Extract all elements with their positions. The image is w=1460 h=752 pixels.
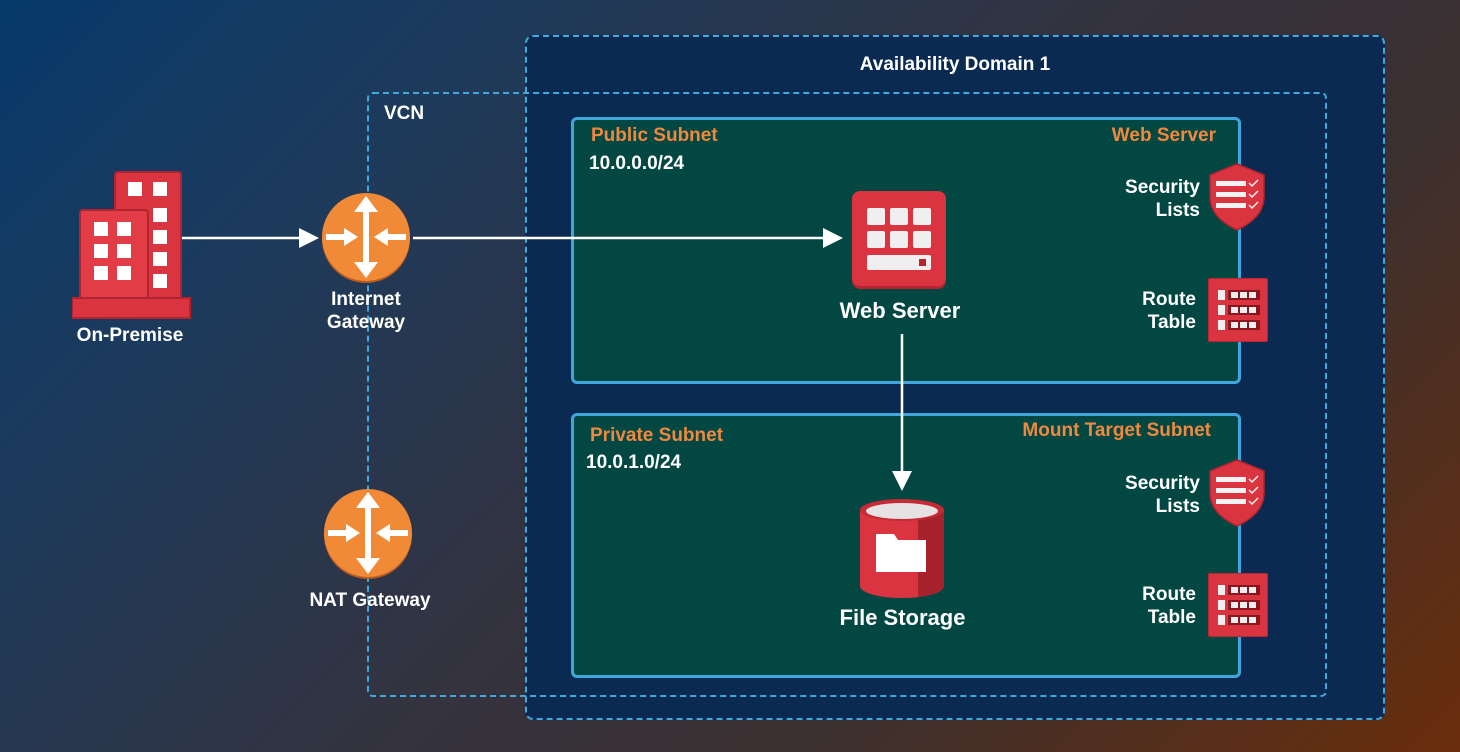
private-security-lists-label: Security Lists (1090, 472, 1200, 518)
public-subnet-role-label: Web Server (1111, 125, 1216, 146)
availability-domain-label: Availability Domain 1 (859, 54, 1051, 75)
route-table-icon (1208, 573, 1268, 637)
internet-gateway-node[interactable] (320, 192, 412, 284)
nat-gateway-label: NAT Gateway (309, 590, 431, 611)
on-premise-label: On-Premise (76, 325, 184, 346)
internet-gateway-label-line1: Internet (331, 289, 401, 310)
private-security-lists-label-line2: Lists (1155, 496, 1200, 517)
private-subnet-cidr: 10.0.1.0/24 (586, 452, 682, 473)
public-route-table-label-line2: Table (1147, 312, 1196, 333)
web-server-node[interactable] (851, 190, 947, 290)
public-subnet-cidr: 10.0.0.0/24 (589, 153, 685, 174)
file-storage-node[interactable] (858, 498, 946, 600)
private-subnet-title: Private Subnet (590, 425, 724, 446)
public-security-lists-label-line1: Security (1125, 177, 1200, 198)
public-security-lists-node[interactable] (1209, 163, 1265, 231)
building-icon (72, 171, 191, 319)
gateway-router-icon (324, 489, 412, 579)
route-table-icon (1208, 278, 1268, 342)
public-security-lists-label: Security Lists (1090, 176, 1200, 222)
vcn-boundary (367, 92, 1327, 697)
server-icon (852, 191, 946, 289)
private-security-lists-label-line1: Security (1125, 473, 1200, 494)
private-security-lists-node[interactable] (1209, 459, 1265, 527)
file-storage-icon (860, 499, 944, 598)
shield-list-icon (1209, 163, 1265, 231)
public-route-table-label-line1: Route (1142, 289, 1196, 310)
private-route-table-node[interactable] (1208, 573, 1268, 637)
public-route-table-label: Route Table (1086, 288, 1196, 334)
private-route-table-label-line2: Table (1147, 607, 1196, 628)
public-security-lists-label-line2: Lists (1155, 200, 1200, 221)
public-subnet (571, 117, 1241, 384)
vcn-label: VCN (384, 103, 425, 124)
public-subnet-title: Public Subnet (591, 125, 718, 146)
nat-gateway-node[interactable] (322, 488, 414, 580)
public-route-table-node[interactable] (1208, 278, 1268, 342)
file-storage-label: File Storage (839, 605, 966, 630)
private-route-table-label: Route Table (1086, 583, 1196, 629)
web-server-label: Web Server (839, 298, 961, 323)
internet-gateway-label: Internet Gateway (296, 288, 436, 334)
private-subnet-role-label: Mount Target Subnet (1022, 420, 1211, 441)
private-route-table-label-line1: Route (1142, 584, 1196, 605)
on-premise-node[interactable] (72, 170, 192, 320)
shield-list-icon (1209, 459, 1265, 527)
gateway-router-icon (322, 193, 410, 283)
internet-gateway-label-line2: Gateway (326, 312, 406, 333)
